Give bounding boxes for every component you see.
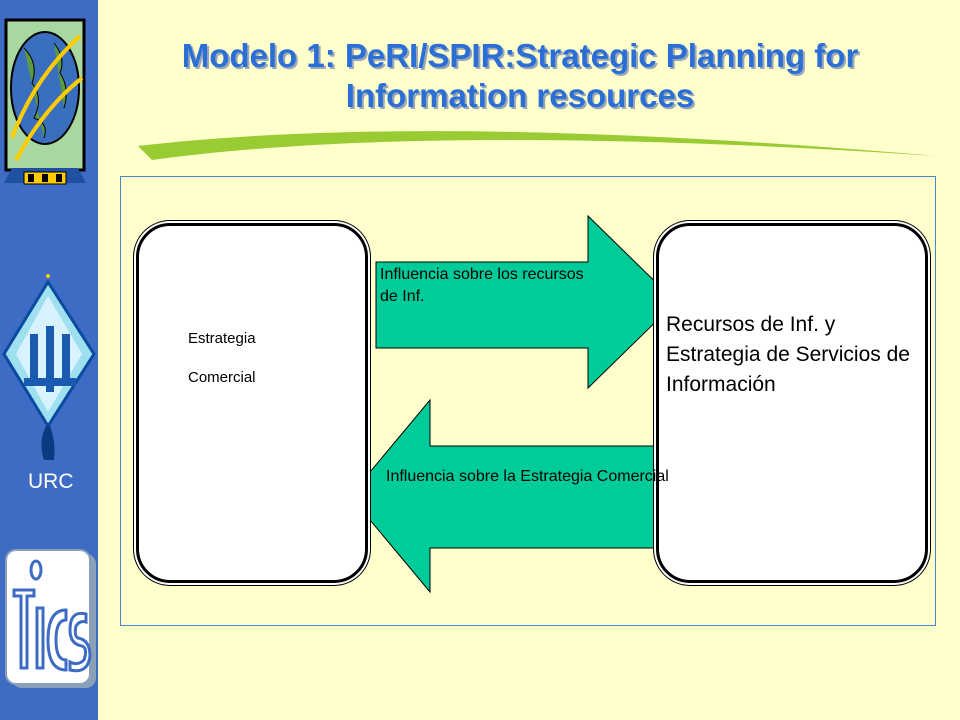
diagram-frame (120, 176, 936, 626)
arrow-bottom-label: Influencia sobre la Estrategia Comercial (386, 468, 669, 485)
box-estrategia-comercial (136, 223, 368, 583)
urc-emblem-icon (2, 274, 96, 460)
title-swoosh (138, 131, 936, 160)
urc-label: URC (28, 470, 74, 493)
title-line-1: Modelo 1: PeRI/SPIR:Strategic Planning f… (181, 37, 859, 74)
arrow-right (375, 214, 677, 390)
arrow-left (349, 398, 667, 594)
box-recursos-informacion (656, 223, 928, 583)
arrow-top-label: Influencia sobre los recursos de Inf. (380, 266, 584, 305)
left-box-label-line-1: Estrategia (188, 330, 256, 347)
sidebar: URC (0, 0, 98, 720)
title-line-2: Information resources (345, 77, 695, 114)
tics-logo-icon (5, 549, 96, 688)
globe-logo-icon (4, 18, 86, 185)
page-title: Modelo 1: PeRI/SPIR:Strategic Planning f… (120, 36, 920, 116)
right-box-label: Recursos de Inf. y Estrategia de Servici… (666, 313, 910, 396)
left-box-label-line-2: Comercial (188, 369, 256, 386)
